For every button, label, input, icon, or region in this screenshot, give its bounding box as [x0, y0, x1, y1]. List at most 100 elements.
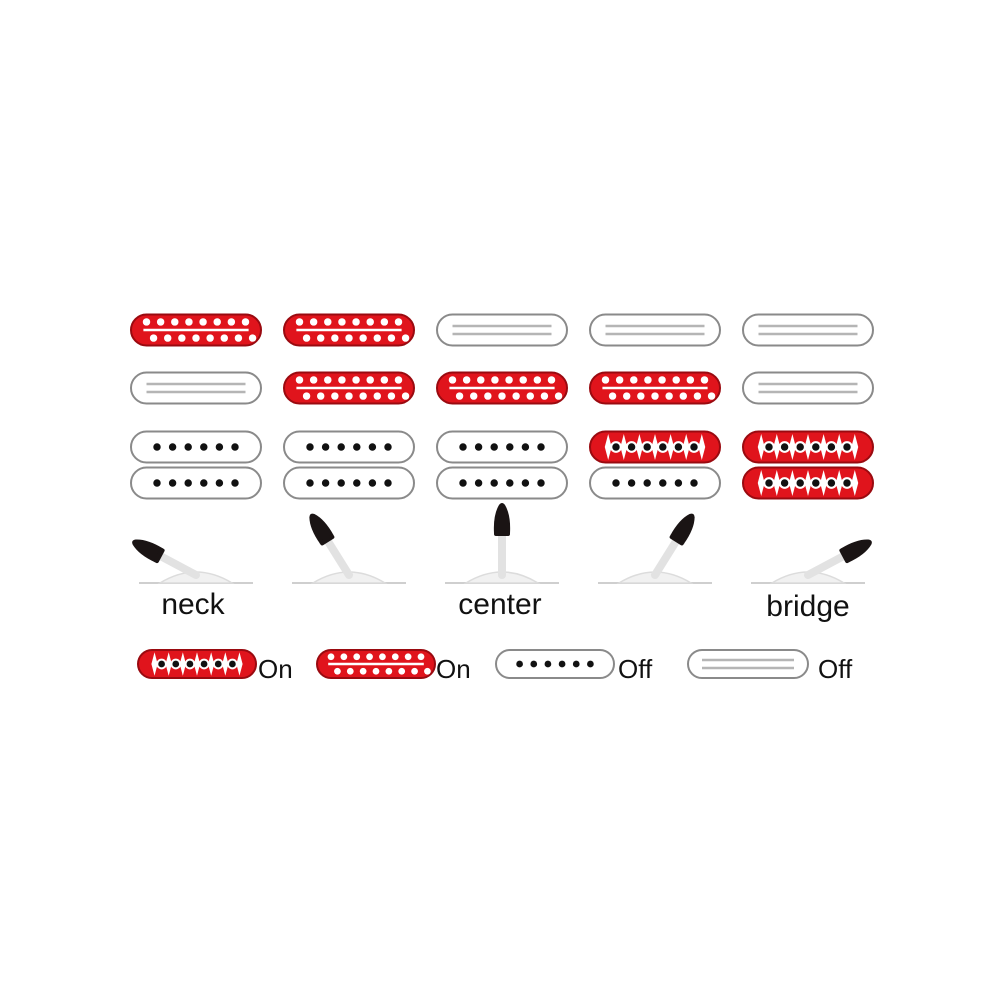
lever-knob — [132, 539, 165, 564]
pole-piece — [627, 443, 636, 451]
switch-position — [436, 313, 568, 584]
pole-piece — [796, 479, 804, 487]
pole-piece — [200, 660, 208, 668]
pole-piece — [215, 479, 224, 487]
selector-lever — [445, 503, 559, 584]
pole-piece — [153, 443, 161, 451]
pole-piece — [337, 479, 345, 487]
pole-piece — [186, 660, 194, 668]
pole-piece — [353, 479, 361, 487]
switch-position — [589, 313, 721, 584]
pole-piece — [674, 443, 683, 451]
legend-label-humbucker-on: On — [258, 654, 293, 684]
pole-piece — [306, 443, 314, 451]
pole-piece — [506, 479, 514, 487]
pole-piece — [368, 443, 377, 451]
pole-piece — [184, 479, 192, 487]
pole-piece — [516, 660, 523, 668]
selector-lever — [132, 539, 253, 584]
pole-piece — [587, 660, 594, 668]
switch-position — [742, 313, 874, 584]
pole-piece — [459, 479, 467, 487]
position-label-bridge: bridge — [766, 590, 849, 623]
pole-piece — [184, 443, 192, 451]
pole-piece — [780, 443, 789, 451]
lever-knob — [669, 513, 695, 546]
pole-piece — [572, 660, 580, 668]
pole-piece — [168, 479, 177, 487]
pole-piece — [843, 443, 851, 451]
pole-piece — [474, 479, 483, 487]
pole-piece — [780, 479, 789, 487]
pole-piece — [214, 660, 222, 668]
bridge-humbucker-coil-top — [130, 430, 262, 464]
pole-piece — [321, 479, 330, 487]
pole-piece — [490, 479, 498, 487]
pole-piece — [796, 443, 804, 451]
legend-humbucker-coil-on — [137, 649, 257, 679]
pole-piece — [537, 479, 545, 487]
bridge-humbucker-coil-bottom — [283, 466, 415, 500]
pole-piece — [521, 443, 530, 451]
bridge-humbucker-coil-top — [742, 430, 874, 464]
bridge-humbucker-coil-top — [436, 430, 568, 464]
pole-piece — [659, 443, 667, 451]
selector-lever — [751, 539, 872, 584]
legend-single-coil-on — [316, 649, 436, 679]
pole-piece — [674, 479, 683, 487]
middle-pickup — [742, 371, 874, 405]
pole-piece — [459, 443, 467, 451]
bridge-humbucker-coil-bottom — [742, 466, 874, 500]
pole-piece — [812, 443, 820, 451]
legend — [137, 649, 809, 679]
middle-pickup — [436, 371, 568, 405]
middle-pickup — [130, 371, 262, 405]
lever-knob — [493, 503, 511, 536]
legend-humbucker-coil-off — [495, 649, 615, 679]
pole-piece — [659, 479, 667, 487]
switch-position — [130, 313, 262, 584]
pole-piece — [321, 443, 330, 451]
pole-piece — [765, 443, 773, 451]
middle-pickup — [589, 371, 721, 405]
pole-piece — [158, 660, 165, 668]
neck-pickup — [589, 313, 721, 347]
pole-piece — [231, 443, 239, 451]
lever-knob — [839, 539, 872, 564]
switch-positions — [130, 313, 874, 584]
legend-label-humbucker-off: Off — [618, 654, 653, 684]
bridge-humbucker-coil-bottom — [589, 466, 721, 500]
legend-label-single-coil-off: Off — [818, 654, 853, 684]
pole-piece — [690, 443, 698, 451]
pole-piece — [172, 660, 180, 668]
position-label-center: center — [458, 588, 541, 621]
pole-piece — [530, 660, 538, 668]
pole-piece — [490, 443, 498, 451]
pole-piece — [612, 479, 620, 487]
pole-piece — [153, 479, 161, 487]
pole-piece — [627, 479, 636, 487]
neck-pickup — [283, 313, 415, 347]
neck-pickup — [130, 313, 262, 347]
bridge-humbucker-coil-top — [283, 430, 415, 464]
pole-piece — [229, 660, 236, 668]
pole-piece — [474, 443, 483, 451]
pole-piece — [765, 479, 773, 487]
pole-piece — [506, 443, 514, 451]
pole-piece — [353, 443, 361, 451]
pole-piece — [544, 660, 552, 668]
lever-knob — [309, 513, 335, 546]
neck-pickup — [742, 313, 874, 347]
pole-piece — [690, 479, 698, 487]
pole-piece — [612, 443, 620, 451]
pole-piece — [168, 443, 177, 451]
pole-piece — [558, 660, 566, 668]
pole-piece — [812, 479, 820, 487]
middle-pickup — [283, 371, 415, 405]
legend-label-single-coil-on: On — [436, 654, 471, 684]
pole-piece — [643, 443, 651, 451]
pole-piece — [200, 443, 208, 451]
pole-piece — [337, 443, 345, 451]
pole-piece — [231, 479, 239, 487]
